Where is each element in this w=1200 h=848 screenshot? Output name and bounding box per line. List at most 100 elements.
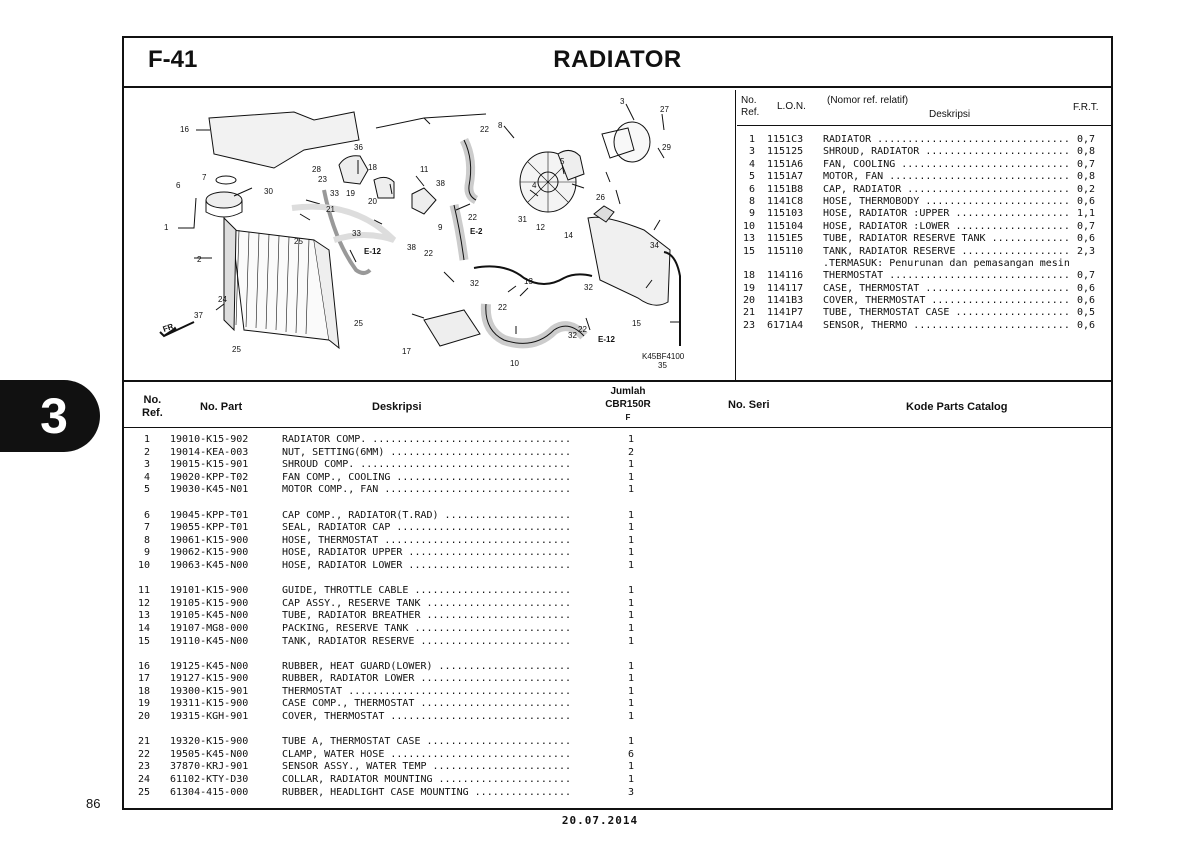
ref-desc: COVER, THERMOSTAT ......................… <box>823 295 1070 307</box>
callout-label: 29 <box>662 143 671 152</box>
part-description: CLAMP, WATER HOSE ......................… <box>282 748 571 760</box>
callout-label: 27 <box>660 105 669 114</box>
callout-label: 17 <box>402 347 411 356</box>
callout-label: 25 <box>294 237 303 246</box>
ref-no: 21 <box>742 307 755 319</box>
part-description: COVER, THERMOSTAT ......................… <box>282 711 571 723</box>
ref-no: 13 <box>742 233 755 245</box>
part-quantity: 1 <box>628 597 635 609</box>
callout-label: 36 <box>354 143 363 152</box>
ref-desc: HOSE, THERMOBODY .......................… <box>823 195 1070 207</box>
part-quantity: 1 <box>628 471 635 483</box>
part-quantity: 1 <box>628 610 635 622</box>
ref-row: 1 1151C3 RADIATOR ........................… <box>737 134 1111 146</box>
callout-label: 20 <box>368 197 377 206</box>
part-number: 19045-KPP-T01 <box>170 509 249 521</box>
callout-label: 32 <box>584 283 593 292</box>
part-quantity: 2 <box>628 446 635 458</box>
ref-frt: 0,7 <box>1077 158 1096 170</box>
callout-label: 24 <box>218 295 227 304</box>
part-quantity: 1 <box>628 635 635 647</box>
part-number: 19061-K15-900 <box>170 534 249 546</box>
fr-label: FR. <box>162 321 177 334</box>
ref-lon: 1141C8 <box>767 195 804 207</box>
ref-no: 5 <box>748 171 755 183</box>
ref-desc: TUBE, THERMOSTAT CASE ..................… <box>823 307 1070 319</box>
ref-row: 21 1141P7 TUBE, THERMOSTAT CASE ..........… <box>737 307 1111 319</box>
callout-label: 23 <box>318 175 327 184</box>
callout-label: 3 <box>620 97 625 106</box>
callout-label: 22 <box>578 325 587 334</box>
callout-label: 15 <box>632 319 641 328</box>
part-number: 19101-K15-900 <box>170 585 249 597</box>
part-ref-no: 22 <box>137 748 150 760</box>
part-ref-no: 11 <box>137 585 150 597</box>
model-label: CBR150R <box>605 399 651 410</box>
callout-label: 18 <box>368 163 377 172</box>
ref-header-no: No. Ref. <box>741 95 760 118</box>
ref-frt: 0,6 <box>1077 195 1096 207</box>
part-ref-no: 17 <box>137 673 150 685</box>
callout-label: 22 <box>468 213 477 222</box>
part-description: MOTOR COMP., FAN .......................… <box>282 484 571 496</box>
ref-no: 18 <box>742 270 755 282</box>
part-number: 19320-K15-900 <box>170 736 249 748</box>
part-ref-no: 18 <box>137 685 150 697</box>
part-quantity: 1 <box>628 698 635 710</box>
part-description: RUBBER, HEAT GUARD(LOWER) ..............… <box>282 660 571 672</box>
ref-lon: 114117 <box>767 282 804 294</box>
part-description: HOSE, RADIATOR LOWER ...................… <box>282 559 571 571</box>
part-number: 61304-415-000 <box>170 786 249 798</box>
part-description: CAP COMP., RADIATOR(T.RAD) .............… <box>282 509 571 521</box>
ref-lon: 1151C3 <box>767 134 804 145</box>
section-ref-label: E-2 <box>470 227 483 236</box>
parts-header-seri: No. Seri <box>728 399 770 411</box>
part-ref-no: 23 <box>137 761 150 773</box>
ref-row: .TERMASUK: Penurunan dan pemasangan mesi… <box>737 258 1111 270</box>
part-number: 19107-MG8-000 <box>170 622 249 634</box>
ref-no: 3 <box>748 146 755 158</box>
part-description: HOSE, RADIATOR UPPER ...................… <box>282 547 571 559</box>
ref-header-deskripsi: Deskripsi <box>929 109 971 120</box>
part-quantity: 1 <box>628 673 635 685</box>
part-ref-no: 14 <box>137 622 150 634</box>
callout-label: 34 <box>650 241 659 250</box>
ref-no: 15 <box>742 245 755 257</box>
ref-lon: 1141P7 <box>767 307 804 319</box>
ref-lon: 115104 <box>767 220 804 232</box>
callout-label: 31 <box>518 215 527 224</box>
callout-label: 9 <box>438 223 443 232</box>
ref-lon: 115125 <box>767 146 804 158</box>
part-quantity: 1 <box>628 509 635 521</box>
callout-label: 11 <box>420 165 429 174</box>
part-number: 19127-K15-900 <box>170 673 249 685</box>
section-ref-label: E-12 <box>598 335 615 344</box>
part-description: COLLAR, RADIATOR MOUNTING ..............… <box>282 774 571 786</box>
callout-label: 14 <box>564 231 573 240</box>
part-quantity: 1 <box>628 585 635 597</box>
ref-no: 9 <box>748 208 755 220</box>
callout-label: 32 <box>470 279 479 288</box>
callout-label: 21 <box>326 205 335 214</box>
ref-desc: RADIATOR ...............................… <box>823 134 1070 145</box>
part-description: GUIDE, THROTTLE CABLE ..................… <box>282 585 571 597</box>
part-quantity: 1 <box>628 484 635 496</box>
ref-no: 1 <box>748 134 755 145</box>
